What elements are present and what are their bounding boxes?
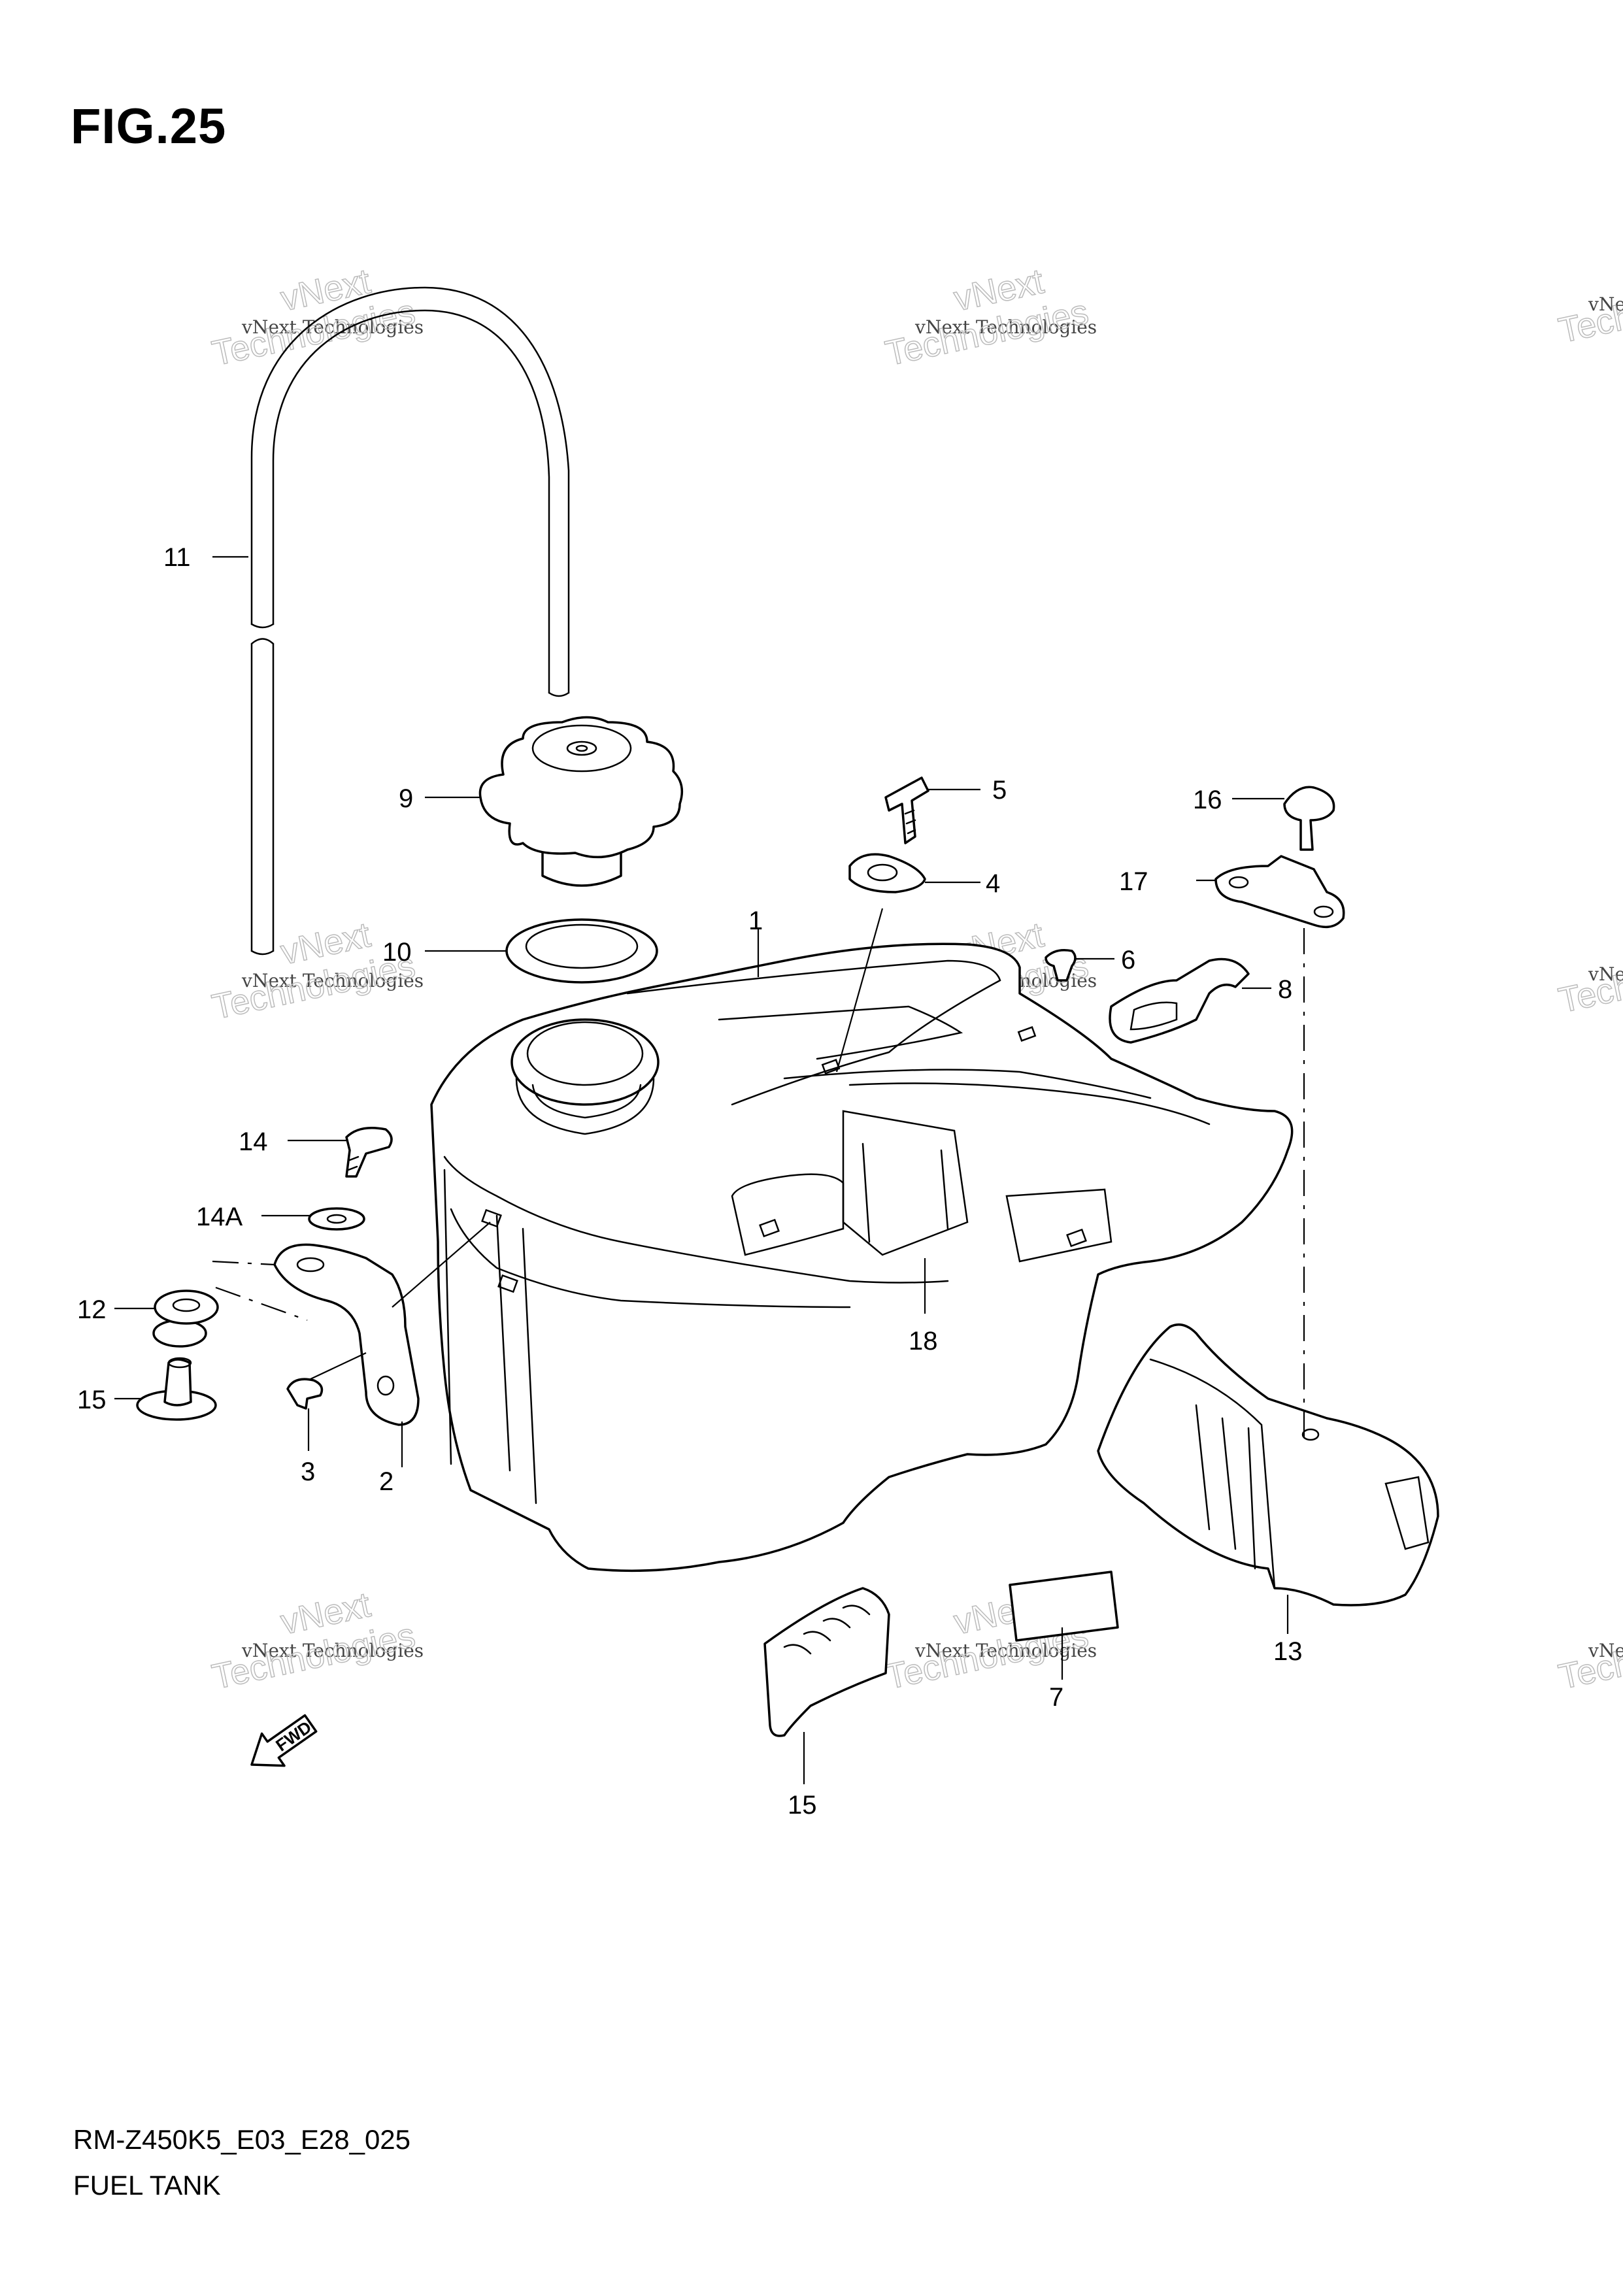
svg-text:Technologies: Technologies	[1555, 1616, 1623, 1697]
watermark: vNext Technologies Technologies vNext	[209, 914, 424, 1027]
callout-5: 5	[992, 776, 1007, 805]
watermark: vNext Technologies Technologies vNext	[209, 261, 424, 374]
callout-16: 15	[788, 1791, 817, 1820]
bolt-6	[1045, 949, 1077, 982]
callout-12: 12	[77, 1295, 107, 1324]
tank-bracket-2	[273, 1243, 420, 1426]
watermark: vNext Technologies Technologies vNext	[882, 261, 1097, 374]
svg-text:Technologies: Technologies	[1555, 269, 1623, 350]
leader-lines	[114, 556, 1289, 1784]
svg-text:vNext Technologies: vNext Technologies	[241, 1640, 424, 1661]
svg-text:vNext Technologies: vNext Technologies	[241, 316, 424, 338]
callout-18: 17	[1119, 867, 1148, 896]
svg-text:vNext Technologies: vNext Technologies	[1588, 963, 1623, 985]
callout-19: 18	[909, 1327, 938, 1356]
fuel-cap-9	[478, 716, 684, 887]
svg-text:Technologies: Technologies	[1555, 939, 1623, 1020]
bolt-17	[1283, 786, 1335, 851]
callout-17: 16	[1193, 786, 1222, 814]
callout-labels: 11 9 10 1 5 4 6 8 16 17 14 14A 12 15 3 2…	[77, 543, 1303, 1820]
callout-3: 3	[301, 1457, 315, 1486]
callout-11: 11	[163, 543, 191, 572]
watermark: vNext Technologies Technologies	[1555, 939, 1623, 1021]
svg-text:vNext Technologies: vNext Technologies	[1588, 1640, 1623, 1661]
cap-gasket-10	[505, 918, 658, 984]
callout-14: 14	[239, 1127, 268, 1156]
section-name: FUEL TANK	[73, 2170, 221, 2201]
cushion-12	[152, 1289, 219, 1348]
callout-6: 6	[1121, 946, 1135, 974]
label-sheet-7	[1009, 1571, 1119, 1642]
fwd-arrow-icon: FWD	[250, 1714, 318, 1767]
bolt-14	[345, 1127, 393, 1178]
callout-7: 7	[1049, 1683, 1063, 1712]
callout-14a: 14A	[196, 1203, 243, 1231]
assembly-line	[212, 1260, 275, 1266]
watermark: vNext Technologies Technologies vNext	[209, 1584, 424, 1697]
assembly-line	[310, 1352, 367, 1380]
svg-text:vNext Technologies: vNext Technologies	[914, 1640, 1097, 1661]
screw-3	[286, 1378, 324, 1410]
callout-13: 13	[1273, 1637, 1303, 1666]
screw-5	[884, 776, 929, 844]
figure-title: FIG.25	[71, 99, 227, 154]
callout-4: 4	[986, 869, 1000, 898]
assembly-line	[215, 1286, 308, 1322]
grommet-4	[848, 853, 926, 893]
model-code: RM-Z450K5_E03_E28_025	[73, 2124, 411, 2155]
svg-text:vNext Technologies: vNext Technologies	[241, 970, 424, 991]
svg-text:vNext Technologies: vNext Technologies	[1588, 293, 1623, 315]
callout-2: 2	[379, 1467, 393, 1496]
rubber-strap-8	[1109, 957, 1250, 1044]
svg-text:vNext Technologies: vNext Technologies	[914, 316, 1097, 338]
assembly-line	[392, 1222, 491, 1308]
cushion-pad-16	[763, 1587, 890, 1737]
breather-hose-11	[250, 286, 570, 956]
callout-1: 1	[748, 907, 763, 935]
bracket-18	[1214, 855, 1345, 929]
side-cover-13	[1097, 1323, 1439, 1606]
callout-8: 8	[1278, 975, 1292, 1004]
callout-10: 10	[382, 938, 412, 967]
watermark: vNext Technologies Technologies	[1555, 269, 1623, 351]
fuel-tank-1	[430, 942, 1294, 1572]
washer-14a	[308, 1207, 365, 1231]
callout-15: 15	[77, 1386, 107, 1414]
callout-9: 9	[399, 784, 413, 813]
watermark: vNext Technologies Technologies	[1555, 1615, 1623, 1697]
collar-15	[136, 1357, 217, 1421]
